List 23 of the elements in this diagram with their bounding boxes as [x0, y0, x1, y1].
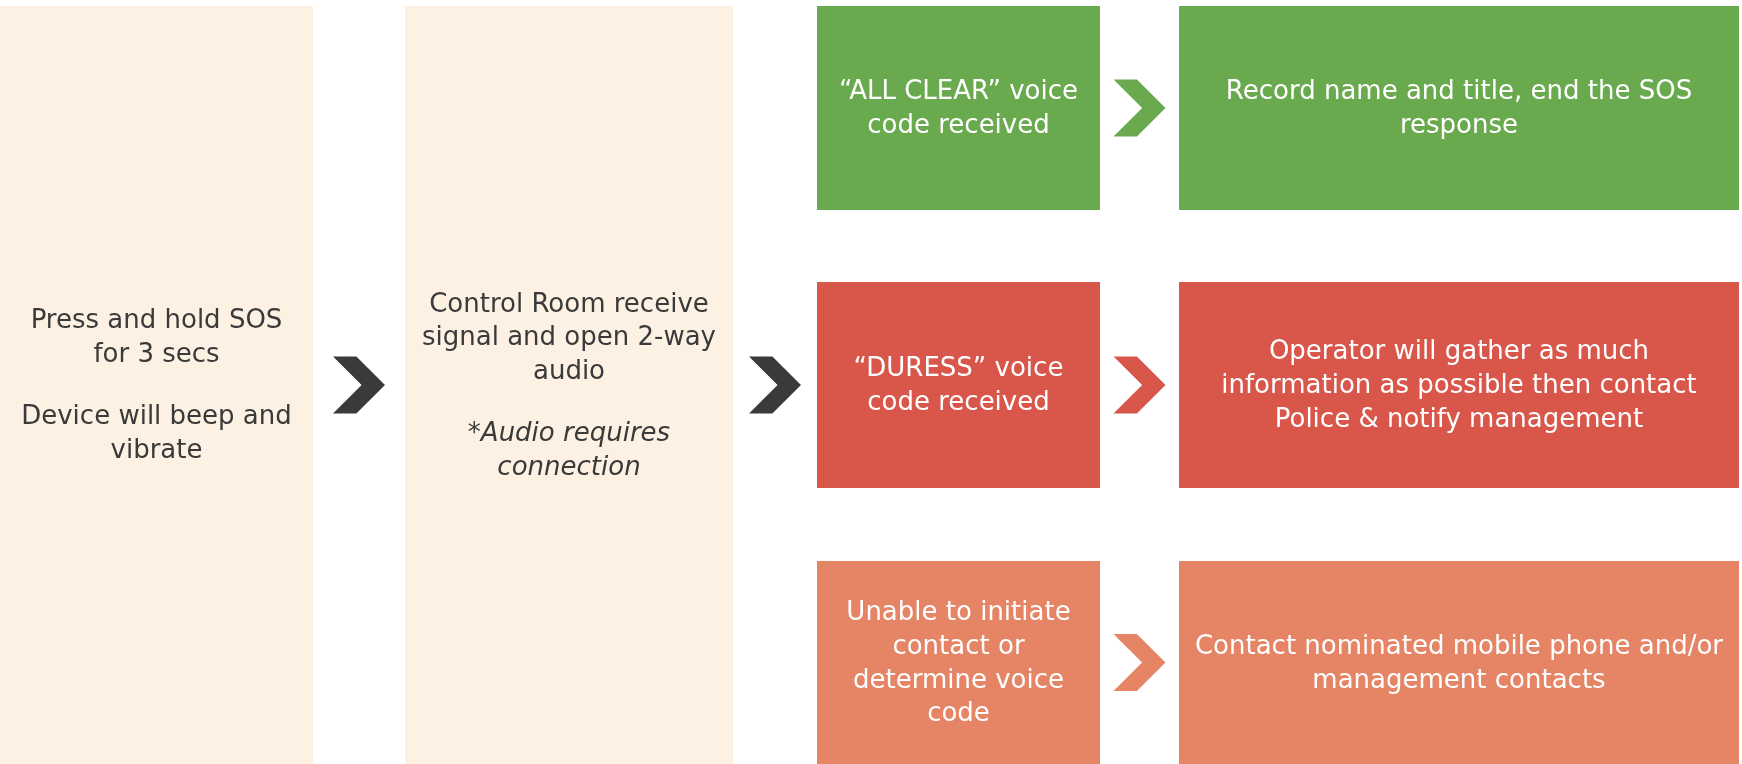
- box-text: Record name and title, end the SOS response: [1224, 74, 1694, 141]
- process-box: [817, 561, 1100, 764]
- chevron-arrow: [749, 356, 801, 414]
- box-text: “DURESS” voice code received: [852, 351, 1065, 418]
- chevron-arrow: [1113, 79, 1166, 137]
- box-text: Unable to initiate contact or determine voice code: [845, 594, 1072, 730]
- box-text: Control Room receive signal and open 2-way audio: [421, 286, 717, 388]
- process-box: [1179, 6, 1739, 210]
- process-box: [405, 6, 733, 764]
- box-text: Press and hold SOS for 3 secs: [29, 303, 284, 371]
- process-box: [1179, 561, 1739, 764]
- box-text: Contact nominated mobile phone and/or management contacts: [1193, 628, 1725, 696]
- process-box: [817, 282, 1100, 488]
- process-box: [1179, 282, 1739, 488]
- process-box: [0, 6, 313, 764]
- box-text: *Audio requires connection: [466, 415, 672, 483]
- process-box: [817, 6, 1100, 210]
- box-text: “ALL CLEAR” voice code received: [838, 74, 1079, 141]
- box-text: Device will beep and vibrate: [20, 399, 293, 466]
- chevron-arrow: [1113, 356, 1166, 414]
- box-text: Operator will gather as much information as possible then contact Police & notify management: [1220, 334, 1698, 435]
- chevron-arrow: [1113, 633, 1166, 692]
- chevron-arrow: [333, 356, 385, 414]
